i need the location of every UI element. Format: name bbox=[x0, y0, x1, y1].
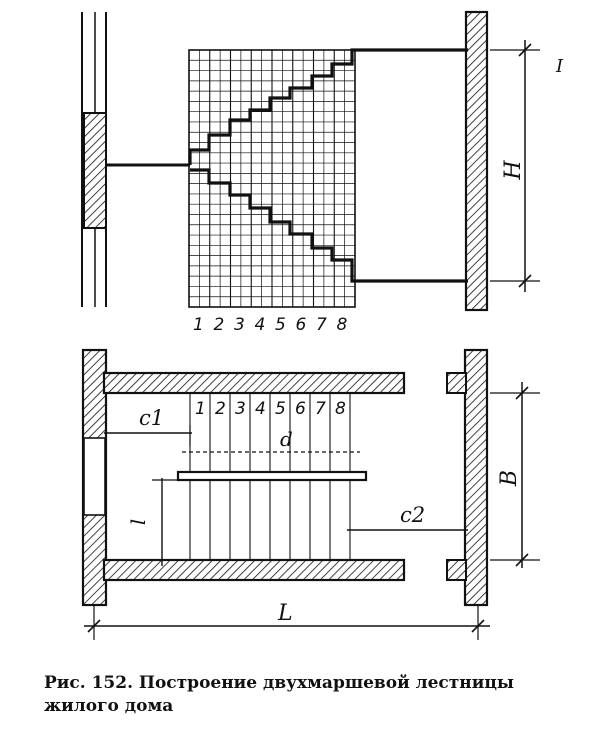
length-label: L bbox=[277, 601, 293, 626]
top-step-number: 6 bbox=[296, 315, 307, 335]
top-step-number: 8 bbox=[337, 315, 348, 335]
left-wall-hatched-section bbox=[83, 112, 107, 229]
plan-stair-divider bbox=[176, 470, 368, 482]
plan-bottom-wall bbox=[102, 558, 406, 582]
bottom-step-number: 4 bbox=[255, 399, 266, 419]
bottom-step-number: 3 bbox=[235, 399, 246, 419]
bottom-step-number: 7 bbox=[315, 399, 326, 419]
offset-1-label: c1 bbox=[139, 406, 164, 430]
top-step-number: 2 bbox=[214, 315, 225, 335]
top-step-number: 1 bbox=[193, 315, 204, 335]
bottom-step-number: 1 bbox=[195, 399, 206, 419]
depth-label: d bbox=[280, 427, 293, 451]
figure-caption: Рис. 152. Построение двухмаршевой лестни… bbox=[44, 673, 514, 716]
bottom-step-number: 2 bbox=[215, 399, 226, 419]
landing-label: l bbox=[126, 519, 150, 525]
top-step-number: 7 bbox=[316, 315, 327, 335]
plan-top-wall bbox=[102, 371, 406, 395]
right-wall-hatched bbox=[464, 10, 489, 312]
plan-treads bbox=[189, 393, 351, 560]
bottom-step-number: 8 bbox=[335, 399, 346, 419]
width-label: B bbox=[497, 470, 522, 487]
offset-2-label: c2 bbox=[400, 503, 425, 527]
construction-grid bbox=[188, 49, 356, 308]
lower-flight-profile bbox=[190, 168, 468, 283]
bottom-step-number: 6 bbox=[295, 399, 306, 419]
top-step-number: 3 bbox=[234, 315, 245, 335]
height-label: H bbox=[501, 160, 526, 181]
upper-flight-profile bbox=[188, 48, 468, 165]
floor-mark-label: I bbox=[555, 56, 564, 77]
bottom-step-number: 5 bbox=[275, 399, 286, 419]
top-step-number: 4 bbox=[255, 315, 266, 335]
plan-right-wall bbox=[463, 348, 489, 607]
top-step-number: 5 bbox=[275, 315, 286, 335]
